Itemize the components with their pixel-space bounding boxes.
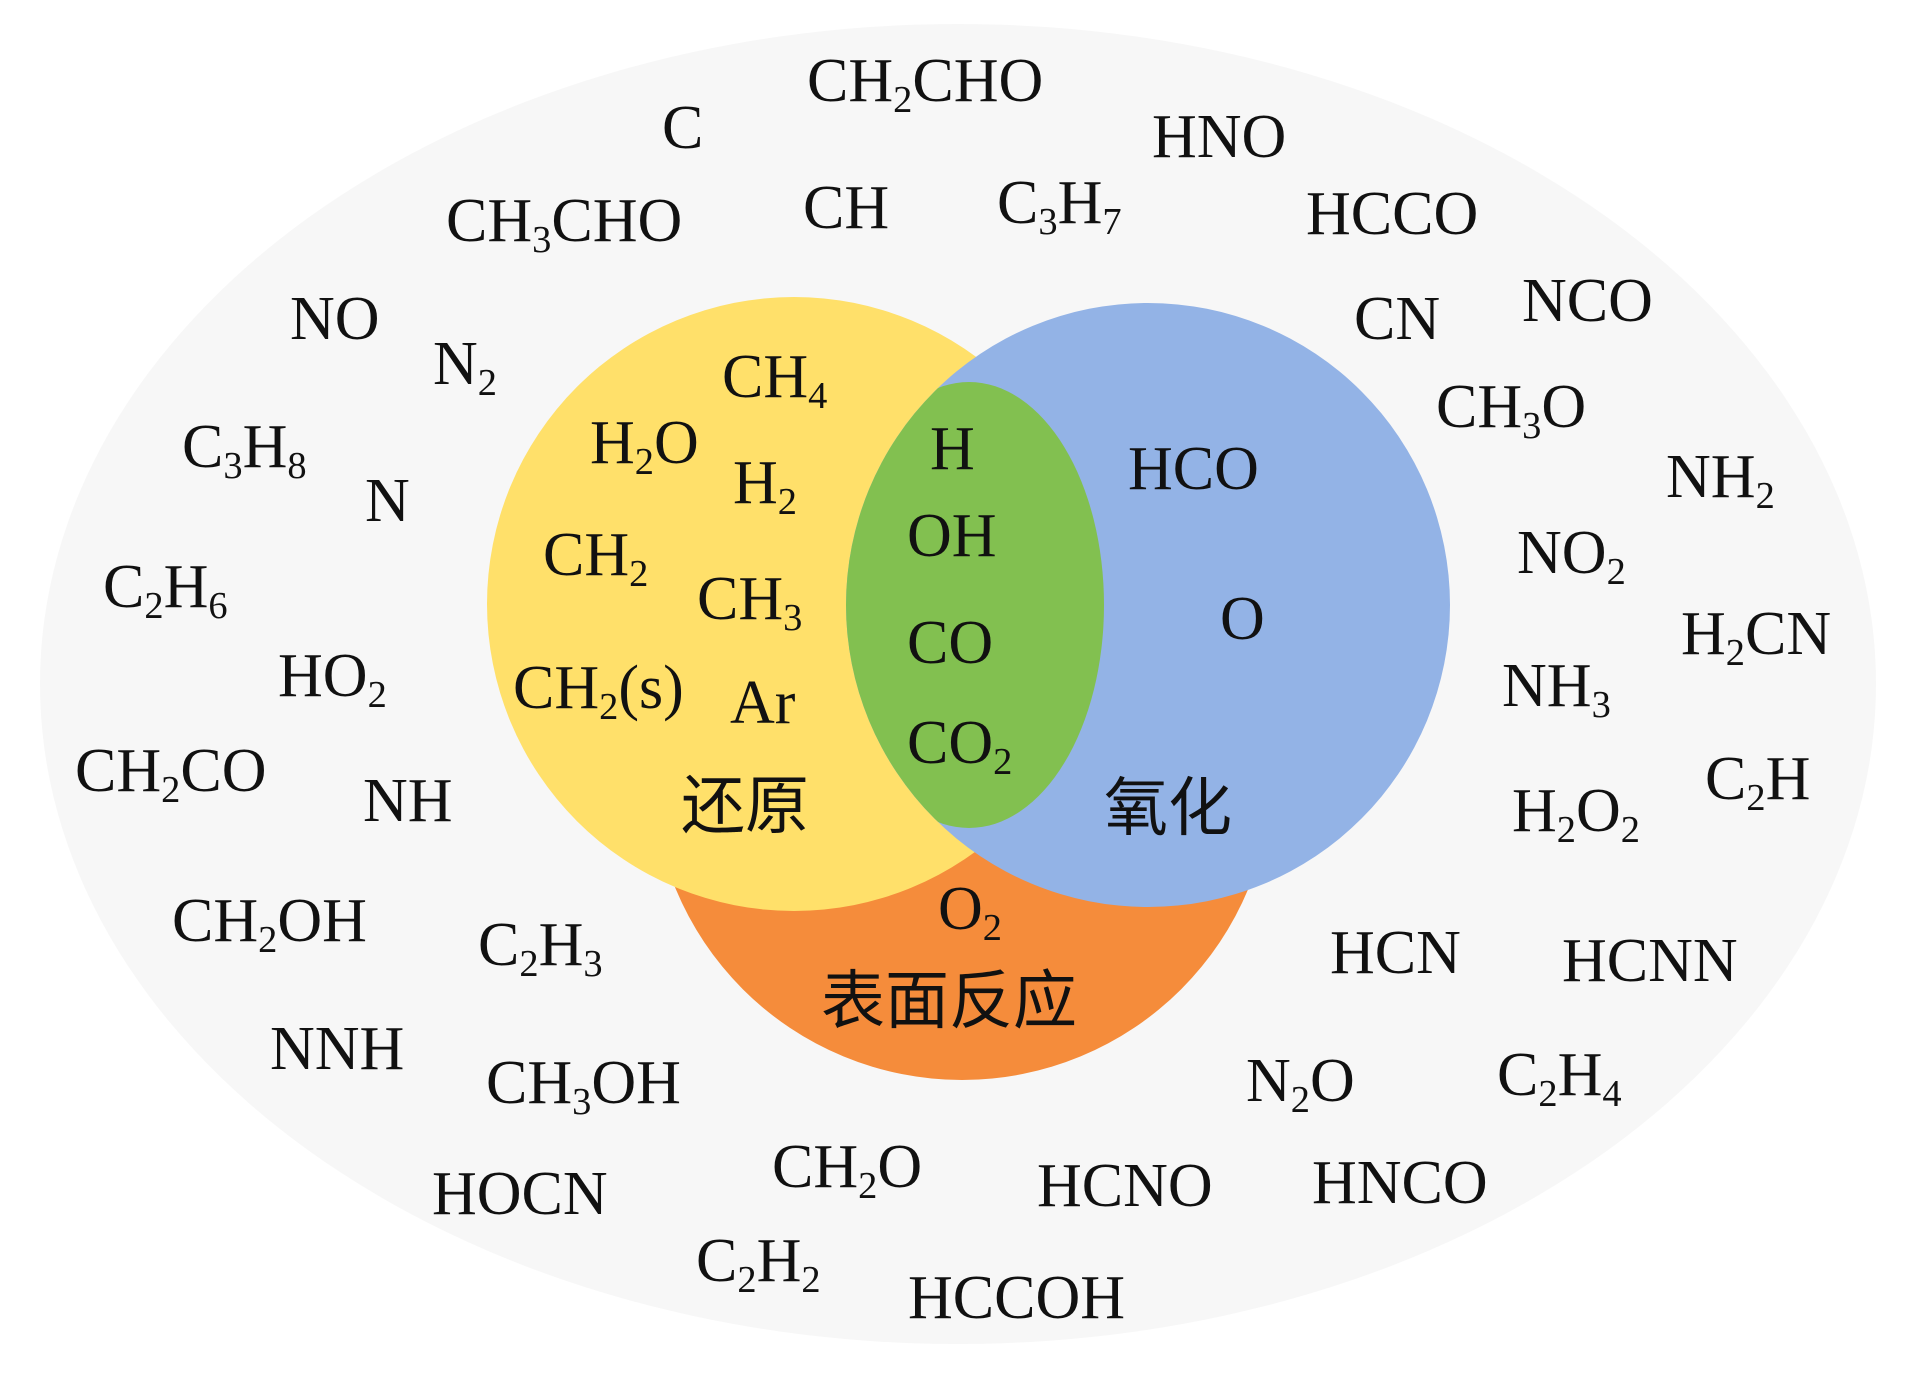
species-hco: HCO (1128, 435, 1259, 503)
species-h2o: H2O (590, 409, 699, 483)
species-hcno: HCNO (1037, 1152, 1213, 1220)
species-hcn: HCN (1330, 919, 1461, 987)
species-co: CO (907, 609, 994, 677)
species-hcnn: HCNN (1562, 927, 1738, 995)
species-ch4: CH4 (722, 343, 828, 417)
species-nnh: NNH (270, 1015, 405, 1083)
species-c2h3: C2H3 (478, 911, 603, 985)
species-ch2o: CH2O (772, 1133, 923, 1207)
species-o: O (1220, 585, 1265, 653)
species-cn: CN (1354, 285, 1441, 353)
species-ch2cho: CH2CHO (807, 47, 1044, 121)
species-c: C (662, 94, 704, 162)
species-ch2co: CH2CO (75, 737, 267, 811)
species-co2: CO2 (907, 709, 1013, 783)
species-c3h7: C3H7 (997, 169, 1122, 243)
species-hcco: HCCO (1306, 180, 1479, 248)
surface-reaction-label: 表面反应 (821, 965, 1077, 1039)
species-h: H (930, 415, 975, 483)
species-n2o: N2O (1246, 1047, 1355, 1121)
species-h2: H2 (733, 449, 797, 523)
species-c2h: C2H (1705, 745, 1811, 819)
species-no2: NO2 (1517, 519, 1626, 593)
species-c2h6: C2H6 (103, 553, 228, 627)
species-hno: HNO (1152, 103, 1287, 171)
species-ch2: CH2 (543, 521, 649, 595)
reduction-label: 还原 (681, 770, 809, 844)
species-nh3: NH3 (1502, 652, 1611, 726)
species-hnco: HNCO (1312, 1149, 1488, 1217)
species-o2: O2 (938, 875, 1002, 949)
species-nco: NCO (1522, 267, 1653, 335)
species-ch2oh: CH2OH (172, 887, 367, 961)
species-nh2: NH2 (1666, 443, 1775, 517)
species-ch: CH (803, 174, 890, 242)
species-h2cn: H2CN (1681, 600, 1832, 674)
species-n2: N2 (433, 330, 497, 404)
species-nh: NH (363, 767, 453, 835)
oxidation-label: 氧化 (1104, 772, 1232, 846)
species-oh: OH (907, 502, 997, 570)
intersection-region (846, 382, 1104, 828)
species-hccoh: HCCOH (908, 1264, 1126, 1332)
species-c3h8: C3H8 (182, 413, 307, 487)
species-ch2s: CH2(s) (513, 654, 684, 728)
species-ch3oh: CH3OH (486, 1049, 681, 1123)
species-no: NO (290, 285, 380, 353)
species-ar: Ar (730, 669, 796, 737)
species-h2o2: H2O2 (1512, 777, 1640, 851)
species-ho2: HO2 (278, 642, 387, 716)
species-c2h2: C2H2 (696, 1227, 821, 1301)
species-ch3: CH3 (697, 565, 803, 639)
species-n: N (365, 467, 410, 535)
species-ch3o: CH3O (1436, 373, 1587, 447)
species-ch3cho: CH3CHO (446, 187, 683, 261)
species-c2h4: C2H4 (1497, 1041, 1622, 1115)
species-hocn: HOCN (432, 1160, 608, 1228)
